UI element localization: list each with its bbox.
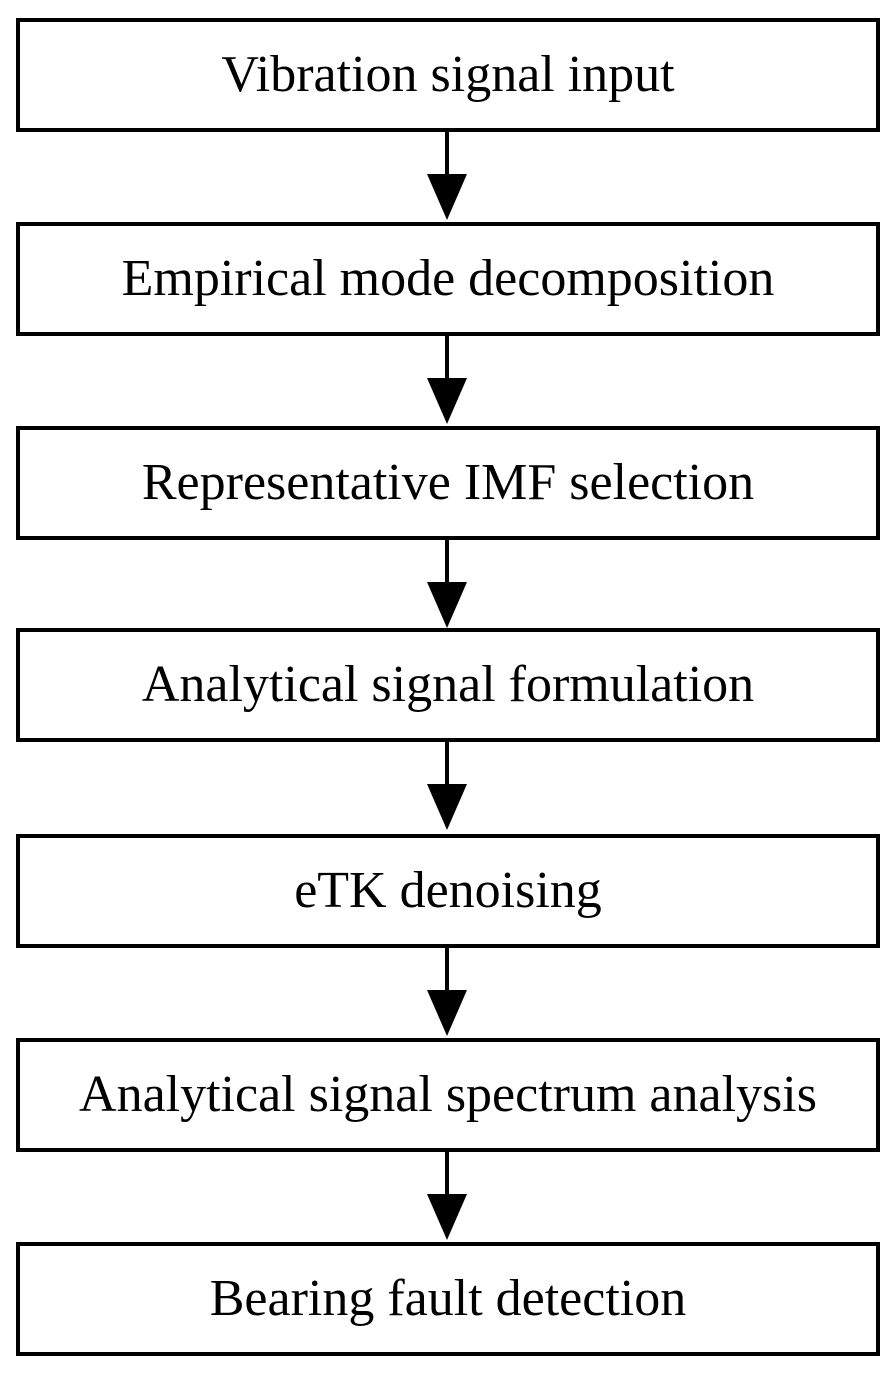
step-representative-imf-selection: Representative IMF selection <box>16 426 880 540</box>
step-analytical-signal-spectrum-analysis: Analytical signal spectrum analysis <box>16 1038 880 1152</box>
arrow-down-icon <box>427 1152 467 1240</box>
step-label: Bearing fault detection <box>209 1270 687 1327</box>
step-label: eTK denoising <box>294 862 602 919</box>
step-label: Representative IMF selection <box>141 454 755 511</box>
step-label: Vibration signal input <box>221 46 675 103</box>
step-vibration-signal-input: Vibration signal input <box>16 18 880 132</box>
step-etk-denoising: eTK denoising <box>16 834 880 948</box>
arrow-down-icon <box>427 742 467 830</box>
step-bearing-fault-detection: Bearing fault detection <box>16 1242 880 1356</box>
step-label: Analytical signal spectrum analysis <box>79 1066 817 1123</box>
arrow-down-icon <box>427 948 467 1036</box>
step-label: Analytical signal formulation <box>141 656 755 713</box>
arrow-down-icon <box>427 132 467 220</box>
step-empirical-mode-decomposition: Empirical mode decomposition <box>16 222 880 336</box>
step-label: Empirical mode decomposition <box>121 250 775 307</box>
arrow-down-icon <box>427 336 467 424</box>
step-analytical-signal-formulation: Analytical signal formulation <box>16 628 880 742</box>
arrow-down-icon <box>427 540 467 628</box>
